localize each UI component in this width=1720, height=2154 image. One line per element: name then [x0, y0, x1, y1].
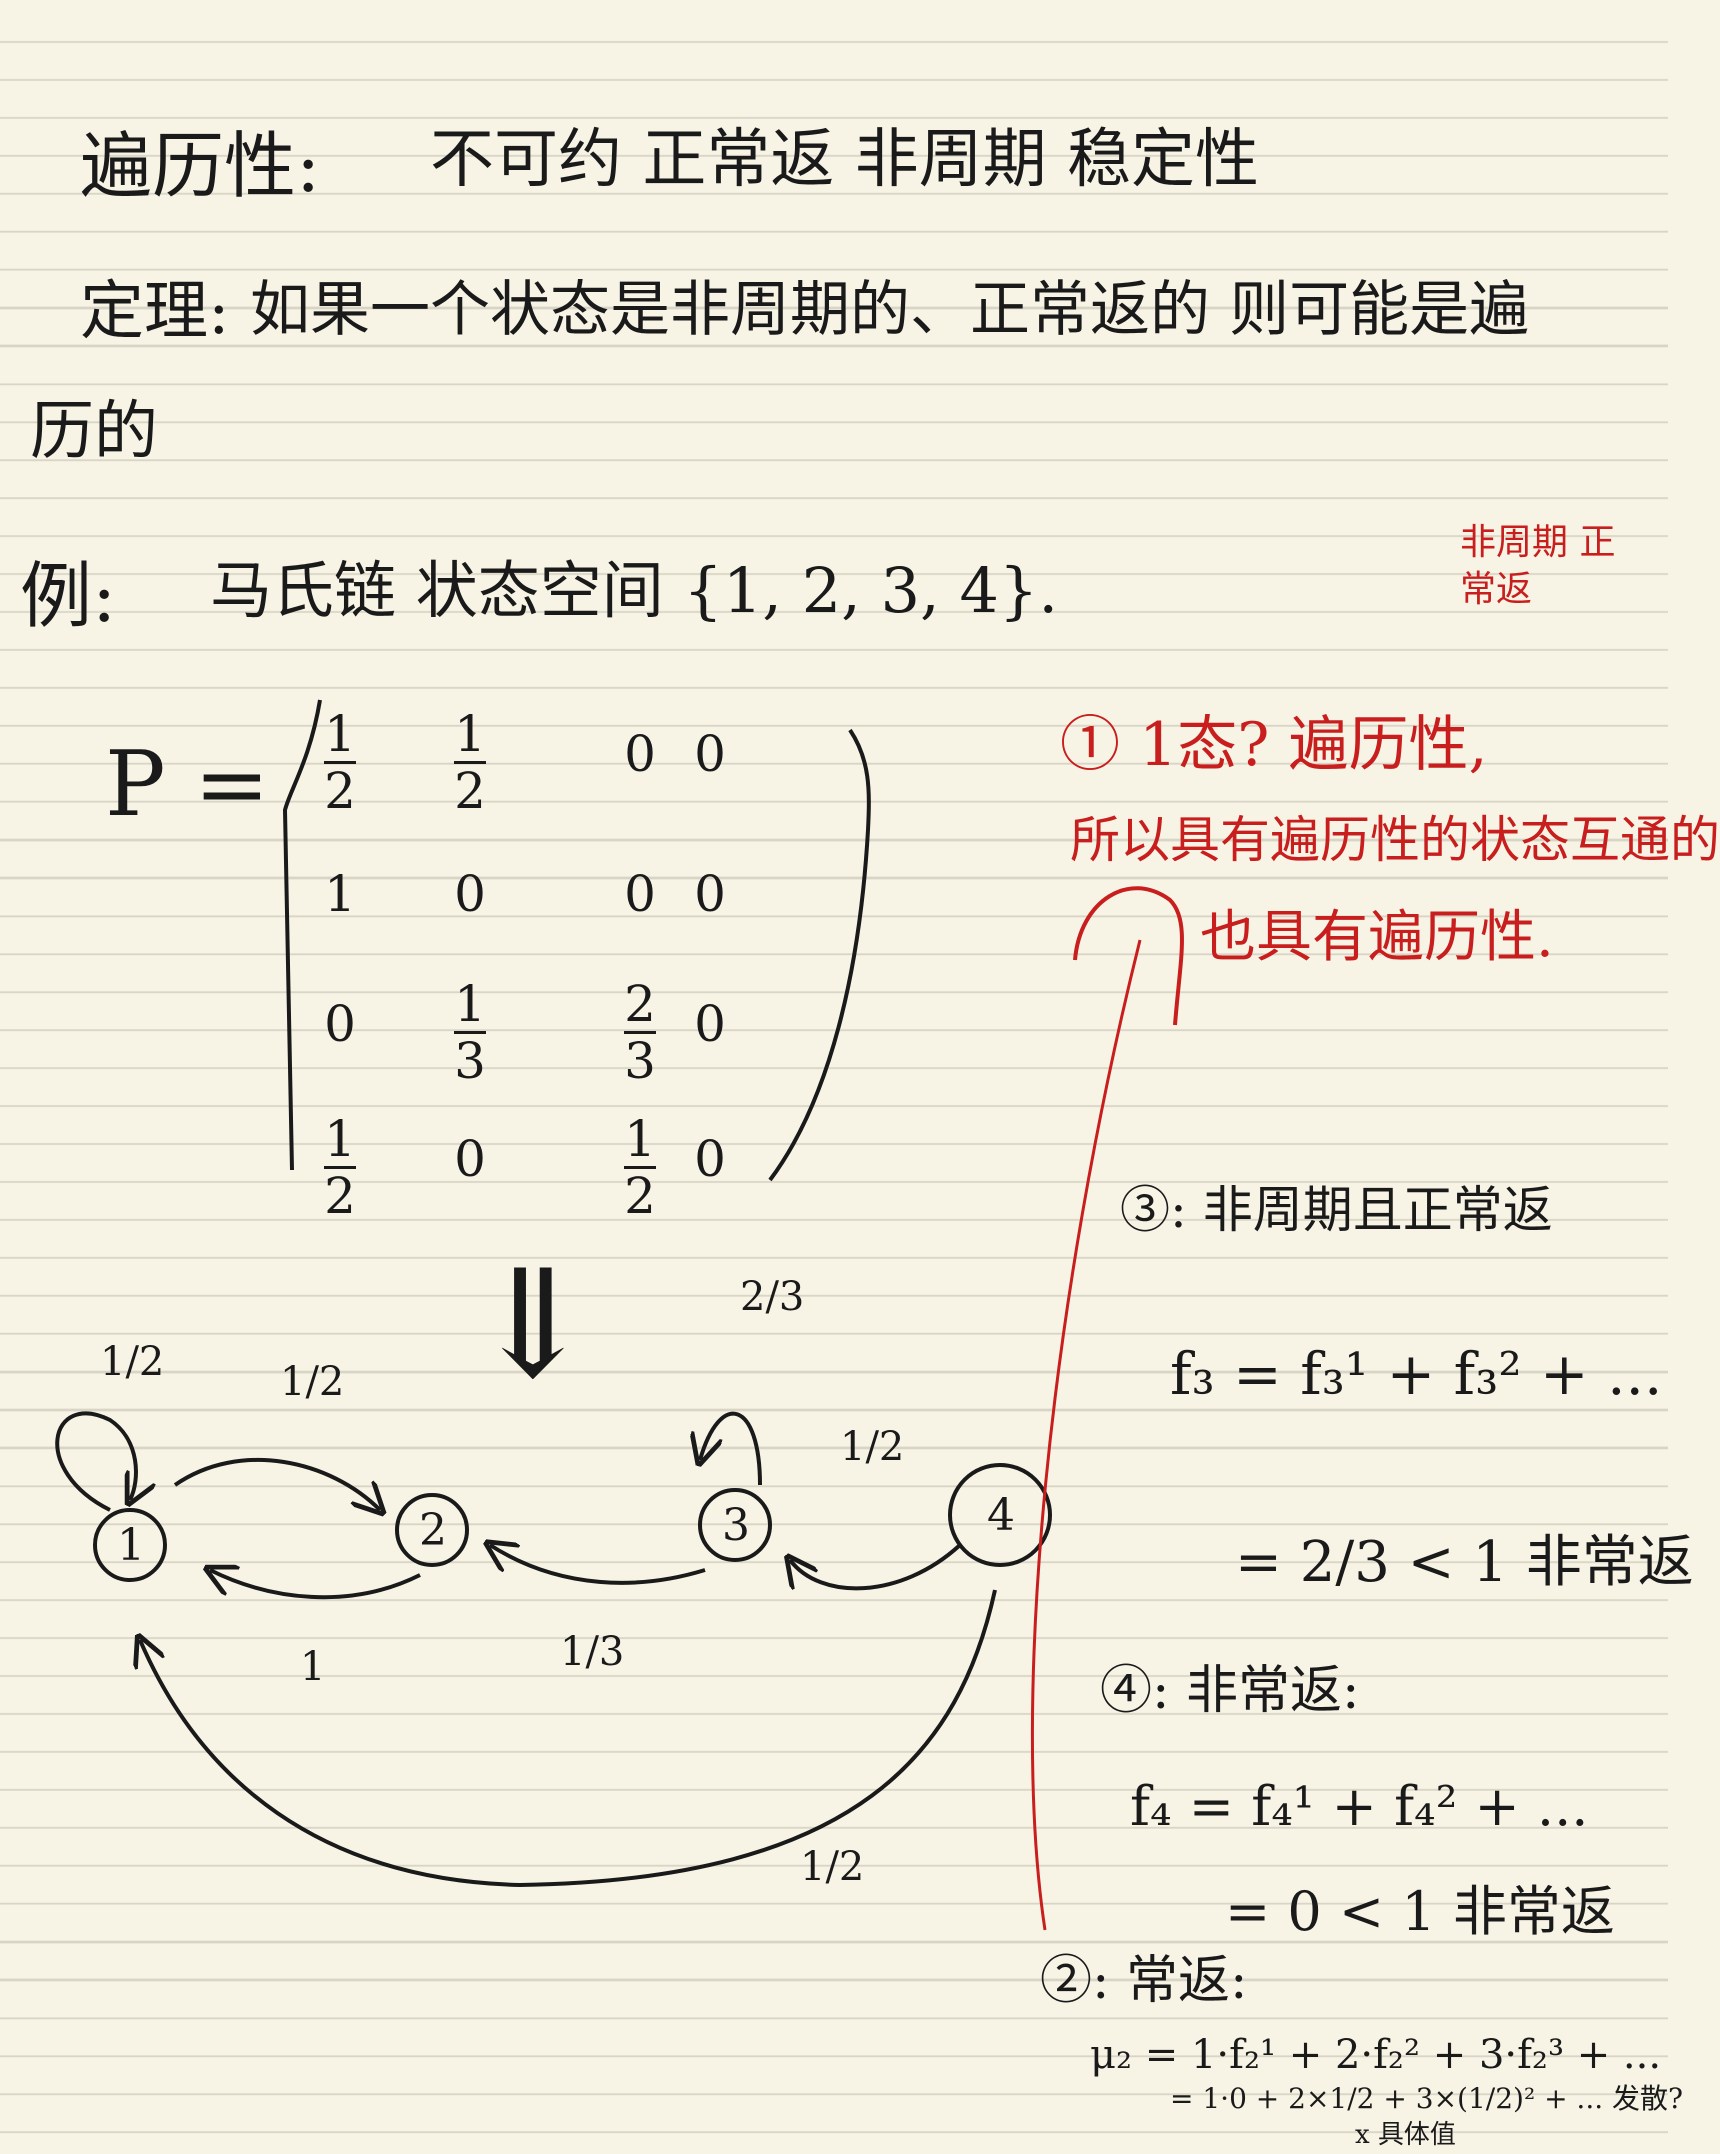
edge-self-1 — [55, 1411, 136, 1512]
node-1-circle — [93, 1508, 167, 1582]
edge-2-1 — [210, 1570, 421, 1600]
s3-eq1: f₃ = f₃¹ + f₃² + ... — [1170, 1340, 1663, 1408]
edge-4-3 — [790, 1543, 962, 1591]
s2-eq1: μ₂ = 1·f₂¹ + 2·f₂² + 3·f₂³ + ... — [1090, 2032, 1662, 2078]
red-arrow — [1030, 939, 1142, 1931]
matrix-cell-2-4: 0 — [694, 865, 726, 923]
node-3-circle — [698, 1488, 772, 1562]
label-self-1: 1/2 — [100, 1339, 164, 1385]
matrix-cell-3-4: 0 — [694, 995, 726, 1053]
s4-eq1: f₄ = f₄¹ + f₄² + ... — [1130, 1775, 1589, 1838]
theorem-line2: 历的 — [30, 395, 158, 469]
edge-4-1 — [140, 1589, 997, 1888]
node-4-circle — [948, 1463, 1052, 1567]
matrix-cell-1-3: 0 — [624, 725, 656, 783]
label-4-3: 1/2 — [840, 1424, 904, 1470]
red-note-line1: ① 1态? 遍历性, — [1060, 710, 1488, 780]
matrix-brackets — [282, 699, 871, 1182]
red-note-line2: 所以具有遍历性的状态互通的 — [1070, 811, 1720, 869]
transition-arrow: ⇓ — [470, 1238, 596, 1412]
edge-3-2 — [490, 1545, 706, 1585]
s4-eq2: = 0 < 1 非常返 — [1225, 1880, 1615, 1943]
s3-eq2: = 2/3 < 1 非常返 — [1235, 1530, 1694, 1595]
s3-title: ③: 非周期且正常返 — [1120, 1181, 1553, 1239]
example-text: 马氏链 状态空间 {1, 2, 3, 4}. — [210, 554, 1059, 627]
s2-title: ②: 常返: — [1040, 1951, 1248, 2011]
node-1: 1 — [117, 1520, 145, 1571]
label-3-2: 1/3 — [560, 1629, 624, 1675]
label-4-1: 1/2 — [800, 1844, 864, 1890]
heading-title: 遍历性: — [80, 124, 321, 208]
matrix-cell-2-1: 1 — [324, 865, 356, 923]
matrix-cell-2-3: 0 — [624, 865, 656, 923]
matrix-cell-2-2: 0 — [454, 865, 486, 923]
matrix-cell-4-2: 0 — [454, 1130, 486, 1188]
label-self-3: 2/3 — [740, 1274, 804, 1320]
node-3: 3 — [722, 1500, 750, 1551]
node-2: 2 — [419, 1505, 447, 1556]
s2-eq3: x 具体值 — [1355, 2120, 1456, 2150]
example-label: 例: — [20, 554, 117, 638]
node-2-circle — [395, 1493, 469, 1567]
s4-title: ④: 非常返: — [1100, 1661, 1360, 1721]
red-loop — [1073, 886, 1184, 1026]
matrix-label: P = — [105, 732, 270, 837]
heading-words: 不可约 正常返 非周期 稳定性 — [430, 123, 1260, 197]
s2-eq2: = 1·0 + 2×1/2 + 3×(1/2)² + ... 发散? — [1170, 2082, 1684, 2115]
label-2-1: 1 — [300, 1644, 325, 1690]
theorem-label: 定理: — [80, 275, 230, 349]
label-1-2: 1/2 — [280, 1359, 344, 1405]
state-graph: 1 2 3 4 1/2 1/2 1 1/3 2/3 1/2 1/2 — [55, 886, 1184, 1931]
theorem-line1: 如果一个状态是非周期的、正常返的 则可能是遍 — [250, 275, 1530, 345]
matrix-cell-3-1: 0 — [324, 995, 356, 1053]
node-4: 4 — [987, 1490, 1015, 1541]
matrix-cell-4-4: 0 — [694, 1130, 726, 1188]
edge-self-3 — [700, 1411, 762, 1486]
matrix-cell-1-4: 0 — [694, 725, 726, 783]
red-corner-note: 非周期 正 常返 — [1460, 522, 1616, 610]
edge-1-2 — [173, 1457, 380, 1510]
red-note-line3: 也具有遍历性. — [1200, 905, 1554, 970]
